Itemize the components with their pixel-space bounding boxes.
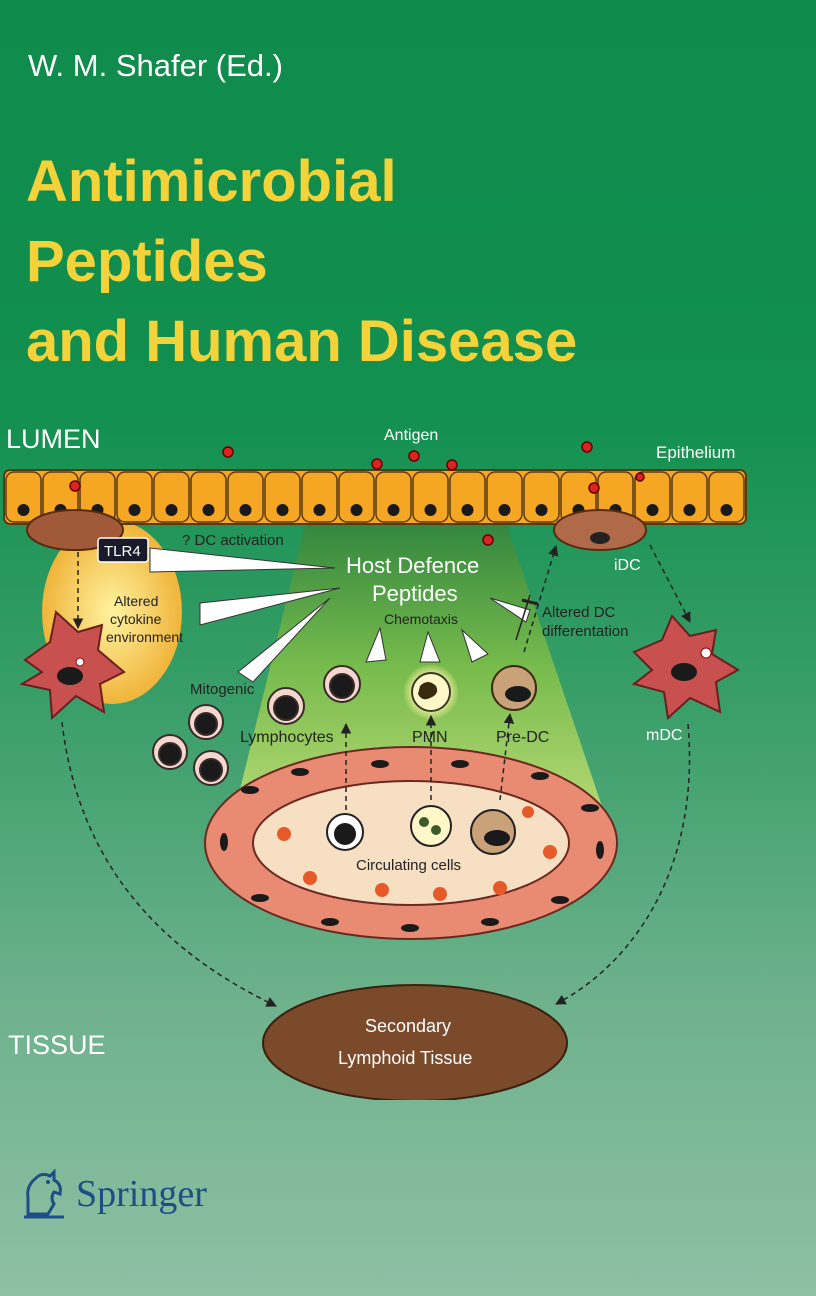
predc-label: Pre-DC [496,729,549,746]
migration-arrows [61,544,691,1007]
book-title: Antimicrobial Peptides and Human Disease [26,142,577,382]
altered-dc-line1: Altered DC [542,604,616,621]
publisher-name: Springer [76,1173,207,1215]
endothelial-nuclei [220,760,604,932]
epithelial-nucleus [646,504,659,516]
epithelial-cell [338,471,375,523]
epithelial-nucleus [350,504,363,516]
epithelial-nucleus [313,504,326,516]
altered-line3: environment [106,629,183,645]
antigen-label: Antigen [384,427,438,444]
publisher-logo: Springer [20,1168,207,1220]
altered-line2: cytokine [110,611,162,627]
epithelial-cell [227,471,264,523]
epithelial-cell [634,471,671,523]
antigen-dots [69,441,645,546]
mdc-label: mDC [646,727,682,744]
epithelial-cell [449,471,486,523]
immune-diagram: TLR4 Antigen Epithelium ? DC activation [3,427,747,1100]
pmn-label: PMN [412,729,448,746]
tlr4-box [97,537,149,563]
vessel-lumen [252,780,570,906]
epithelial-cell [190,471,227,523]
tissue-label: TISSUE [8,1030,106,1060]
epithelial-cell [708,471,745,523]
idc-cell [553,509,647,551]
mdc-left-cell [19,610,126,721]
epithelial-nucleus [128,504,141,516]
epithelial-cell [153,471,190,523]
red-blood-cells [277,806,557,901]
lymphocytes-label: Lymphocytes [240,729,334,746]
epithelial-nucleus [461,504,474,516]
title-line-1: Antimicrobial [26,149,397,214]
altered-dc-line2: differentation [542,623,628,640]
epithelial-cell [523,471,560,523]
epithelial-cell [301,471,338,523]
altered-line1: Altered [114,593,158,609]
epithelial-nucleus [683,504,696,516]
hdp-line1: Host Defence [346,553,479,578]
epithelial-nucleus [239,504,252,516]
lymphocyte-cells [152,665,361,786]
dc-activation-label: ? DC activation [182,532,284,549]
epithelial-nucleus [498,504,511,516]
tlr4-label: TLR4 [104,543,141,560]
epithelial-nucleus [202,504,215,516]
epithelial-cell [412,471,449,523]
epithelial-cell [486,471,523,523]
epithelium-label: Epithelium [656,443,735,462]
title-line-2: Peptides [26,229,268,294]
hdp-arrows [149,547,531,683]
epithelial-cell [5,471,42,523]
epithelial-nucleus [387,504,400,516]
secondary-lymphoid-tissue [262,984,568,1100]
epithelial-nucleus [424,504,437,516]
epithelial-cell [671,471,708,523]
epithelial-cell [116,471,153,523]
epithelium-layer [3,469,747,525]
idc-label: iDC [614,557,641,574]
epithelial-cell [375,471,412,523]
secondary-line1: Secondary [365,1016,451,1036]
epithelial-nucleus [720,504,733,516]
mdc-right-cell [631,614,740,720]
epithelial-nucleus [535,504,548,516]
chemotaxis-label: Chemotaxis [384,611,458,627]
title-line-3: and Human Disease [26,309,578,374]
epithelial-nucleus [165,504,178,516]
author-name: W. M. Shafer (Ed.) [28,48,283,83]
mitogenic-label: Mitogenic [190,681,255,698]
hdp-line2: Peptides [372,581,458,606]
epithelial-nucleus [17,504,30,516]
epithelial-cell [264,471,301,523]
lumen-label: LUMEN [6,424,101,454]
circulating-label: Circulating cells [356,857,461,874]
epithelial-nucleus [276,504,289,516]
secondary-line2: Lymphoid Tissue [338,1048,472,1068]
springer-horse-icon [24,1168,64,1219]
